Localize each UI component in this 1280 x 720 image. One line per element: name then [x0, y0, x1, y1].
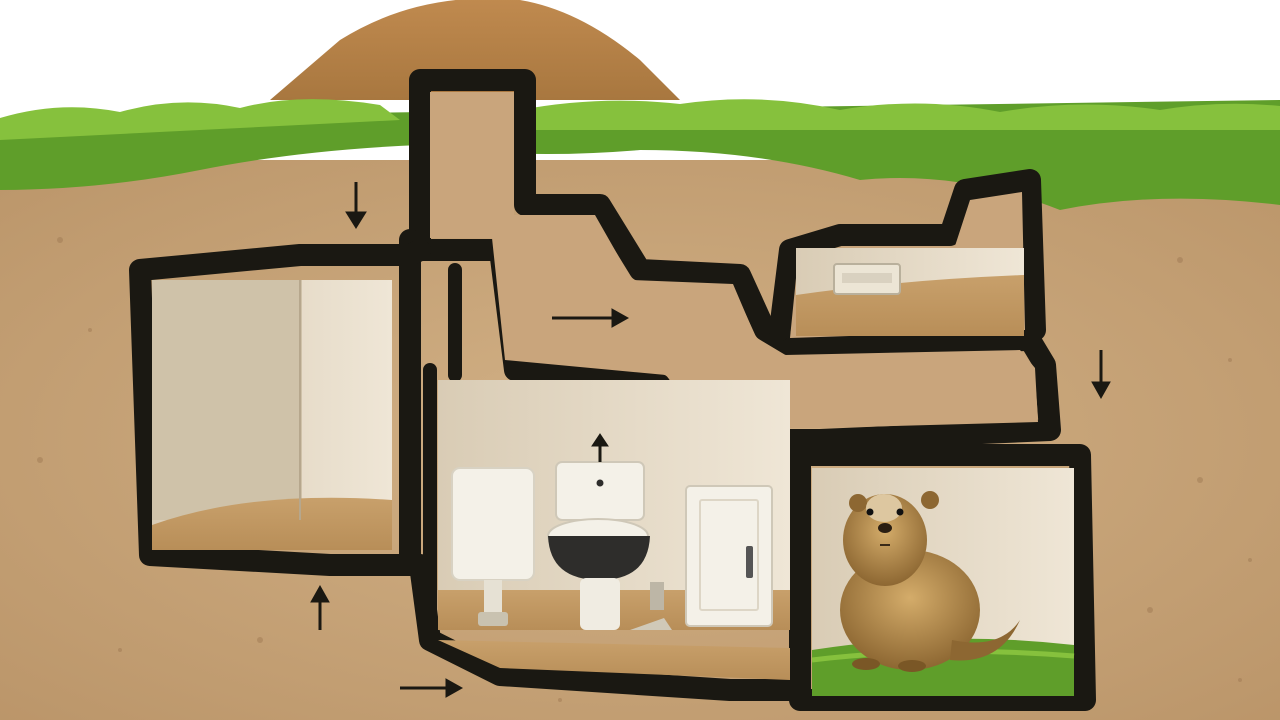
direction-arrows [310, 182, 1111, 698]
arrow-up-icon [591, 433, 609, 462]
arrow-up-icon [310, 584, 330, 630]
vent-icon [630, 582, 672, 630]
storage-room [152, 280, 392, 550]
arrow-right-icon [400, 678, 464, 698]
arrow-right-icon [552, 308, 630, 328]
upper-room [796, 248, 1024, 336]
arrow-down-icon [345, 182, 367, 229]
dirt-mound [270, 0, 680, 100]
groundhog [840, 491, 1020, 672]
cabinet-icon [685, 485, 773, 627]
arrow-down-icon [1091, 350, 1111, 400]
sink-icon [451, 467, 535, 626]
drawer-icon [833, 263, 901, 295]
toilet-icon [547, 461, 650, 630]
